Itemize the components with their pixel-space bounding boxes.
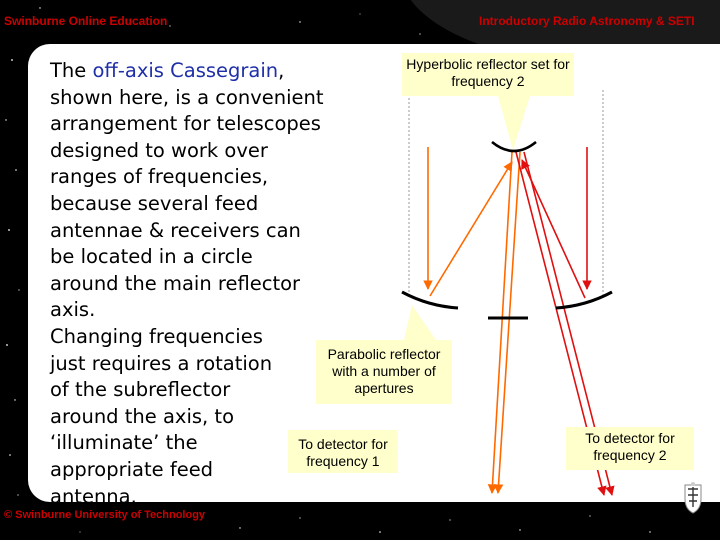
- subject-title: Introductory Radio Astronomy & SETI: [479, 14, 695, 28]
- intro-prefix: The: [50, 59, 93, 82]
- copyright-notice: © Swinburne University of Technology: [4, 509, 206, 521]
- off-axis-cassegrain-term: off-axis Cassegrain: [92, 59, 279, 82]
- detector-2-callout: To detector for frequency 2: [566, 427, 694, 470]
- hyperbolic-subreflector: [491, 140, 537, 153]
- intro-rest: , shown here, is a convenient arrangemen…: [50, 59, 324, 322]
- parabolic-reflector-right: [555, 290, 613, 310]
- hyperbolic-reflector-callout: Hyperbolic reflector set for frequency 2: [402, 53, 574, 96]
- detector-1-callout: To detector for frequency 1: [288, 430, 398, 473]
- content-panel: [28, 44, 720, 502]
- parabolic-reflector-callout: Parabolic reflector with a number of ape…: [316, 340, 452, 404]
- incoming-rays: [423, 147, 592, 290]
- paragraph-frequency-change: Changing frequencies just requires a rot…: [50, 324, 273, 508]
- university-crest-icon: [684, 482, 702, 514]
- paragraph-intro: The off-axis Cassegrain, shown here, is …: [50, 58, 325, 324]
- parabolic-reflector-left: [401, 290, 459, 310]
- rays-to-detector-1: [487, 151, 521, 494]
- description-text: The off-axis Cassegrain, shown here, is …: [50, 58, 325, 510]
- course-title: Swinburne Online Education: [4, 14, 168, 28]
- hyperbolic-callout-pointer: [498, 96, 530, 150]
- parabolic-callout-pointer: [404, 305, 436, 340]
